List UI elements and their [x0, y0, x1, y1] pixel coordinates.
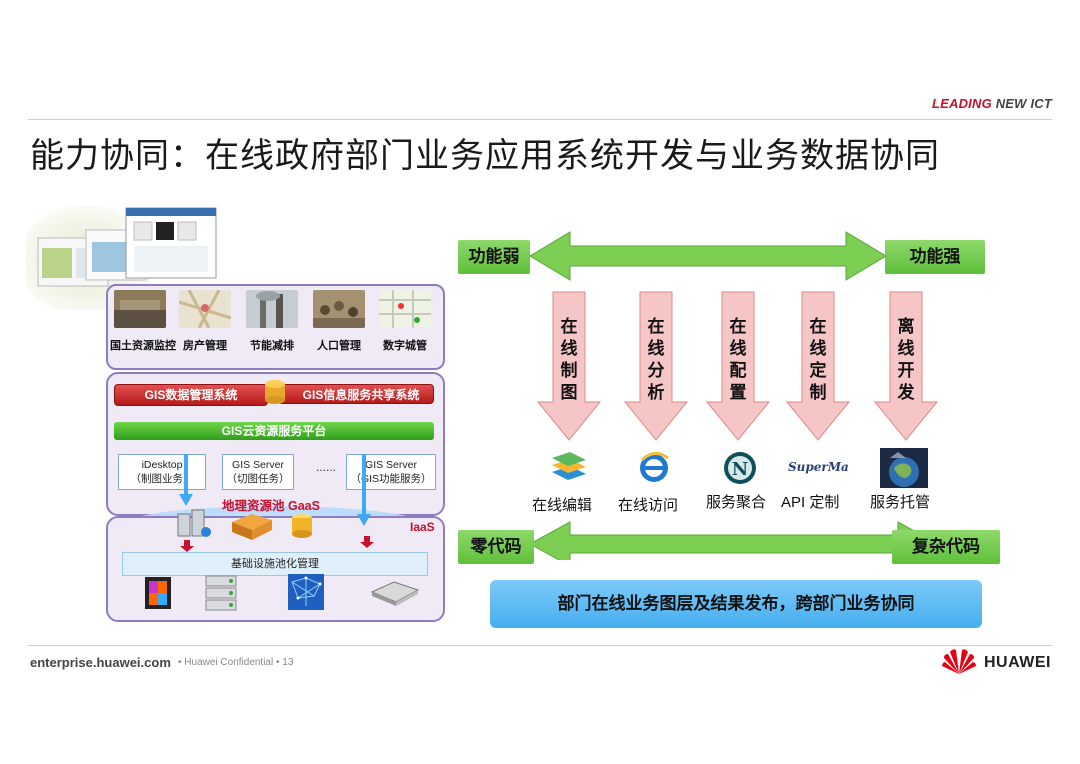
application-layer: 国土资源监控 房产管理 节能减排 人口管理 数字城管 [106, 284, 445, 370]
server-cluster-icon [177, 509, 211, 537]
label-api-custom: API 定制 [781, 494, 840, 511]
crowd-thumbnail [313, 290, 365, 328]
huawei-logo-icon [942, 649, 976, 674]
database-icon [292, 514, 312, 538]
brand-tagline: LEADING NEW ICT [931, 96, 1052, 111]
label-online-access: 在线访问 [618, 497, 679, 514]
app-land-resource: 国土资源监控 [110, 290, 176, 353]
browser-icon [640, 452, 669, 482]
infrastructure-layer: 基础设施池化管理 [106, 516, 445, 622]
storage-device-icon [145, 577, 171, 609]
database-stack-icon [265, 380, 285, 404]
network-appliance-icon [370, 581, 420, 606]
capability-online-custom: 在线定制 [809, 317, 827, 402]
svc-idesktop: iDesktop （制图业务） [118, 454, 206, 490]
footer-divider [28, 645, 1052, 646]
earth-icon [880, 448, 928, 488]
netscape-icon: N [724, 452, 756, 484]
gis-cloud-platform-bar: GIS云资源服务平台 [114, 422, 434, 440]
app-housing: 房产管理 [175, 289, 235, 353]
land-resource-thumbnail [114, 290, 166, 328]
right-diagram-arrows [528, 231, 940, 560]
app-population: 人口管理 [309, 290, 369, 353]
city-map-thumbnail [379, 290, 431, 328]
capability-online-mapping: 在线制图 [560, 317, 578, 402]
storage-array-icon [232, 514, 272, 540]
map-layers-icon [552, 452, 586, 480]
gis-info-sharing-bar: GIS信息服务共享系统 [278, 384, 434, 404]
app-energy: 节能减排 [242, 290, 302, 353]
svc-gis-server-tiles: GIS Server （切图任务） [222, 454, 294, 490]
footer-confidential: • Huawei Confidential • 13 [178, 657, 294, 668]
complex-code-label: 复杂代码 [892, 530, 1000, 564]
strong-capability-label: 功能强 [885, 240, 985, 274]
app-digital-city: 数字城管 [375, 290, 435, 353]
capability-online-config: 在线配置 [729, 317, 747, 402]
svc-ellipsis: ...... [316, 460, 337, 474]
supermap-logo: SuperMap [788, 460, 848, 474]
huawei-wordmark: HUAWEI [984, 654, 1051, 671]
collaboration-banner: 部门在线业务图层及结果发布，跨部门业务协同 [490, 580, 982, 628]
svg-text:N: N [732, 459, 748, 480]
zero-code-label: 零代码 [458, 530, 534, 564]
gis-data-management-bar: GIS数据管理系统 [114, 384, 268, 406]
header-divider [28, 119, 1052, 120]
housing-map-thumbnail [178, 289, 232, 329]
label-online-edit: 在线编辑 [532, 497, 593, 514]
capability-offline-dev: 离线开发 [897, 317, 915, 402]
svc-gis-server-functions: GIS Server （GIS功能服务） [346, 454, 436, 490]
gis-platform-layer: GIS数据管理系统 GIS信息服务共享系统 GIS云资源服务平台 iDeskto… [106, 372, 445, 516]
label-service-hosting: 服务托管 [870, 494, 931, 511]
network-mesh-icon [288, 574, 324, 610]
footer-site: enterprise.huawei.com [30, 655, 171, 670]
capability-online-analysis: 在线分析 [647, 317, 665, 402]
gaas-label: 地理资源池 GaaS [222, 499, 320, 513]
screenshots-collage-image [26, 205, 217, 310]
slide-title: 能力协同：在线政府部门业务应用系统开发与业务数据协同 [30, 137, 940, 175]
infrastructure-pool-bar: 基础设施池化管理 [122, 552, 428, 576]
svg-text:SuperMap: SuperMap [788, 460, 848, 474]
weak-capability-label: 功能弱 [458, 240, 530, 274]
left-diagram-overlay [177, 454, 374, 552]
iaas-label: IaaS [410, 520, 435, 534]
server-rack-icon [205, 575, 237, 611]
label-service-aggregation: 服务聚合 [706, 494, 767, 511]
chimney-thumbnail [246, 290, 298, 328]
